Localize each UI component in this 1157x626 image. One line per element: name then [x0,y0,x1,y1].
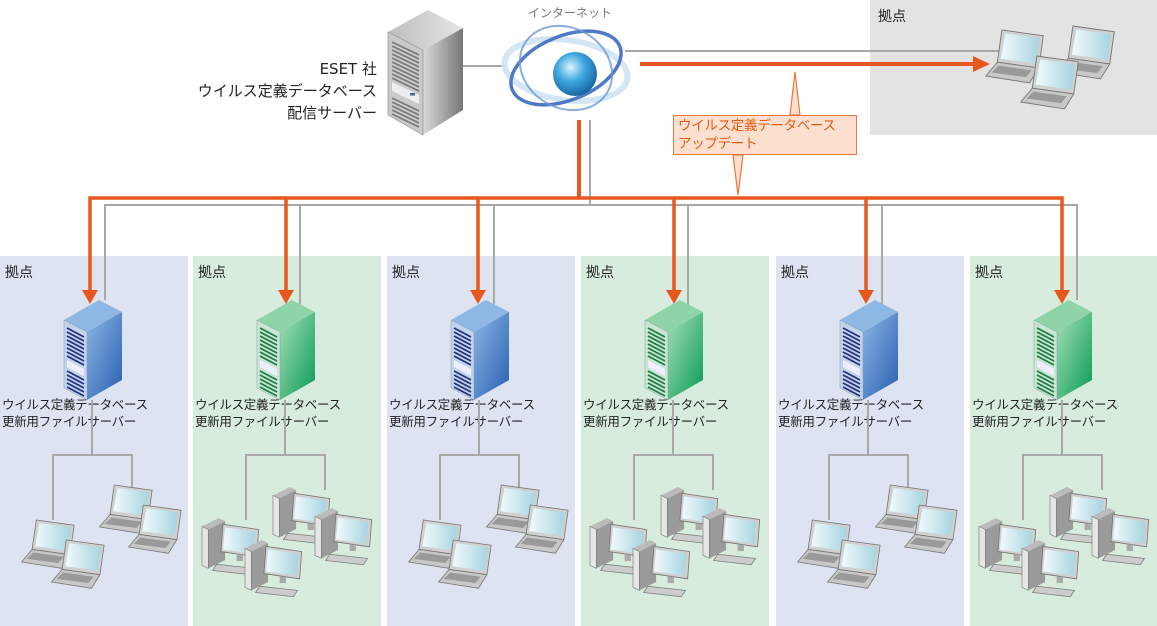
desktop-pc-icon [702,508,761,566]
site-3-devices [407,300,569,589]
lan-line [52,454,133,520]
file-server-icon [63,300,122,401]
file-server-label-line: 更新用ファイルサーバー [195,414,330,429]
site-label: 拠点 [198,265,226,281]
laptop-icon [903,504,958,554]
file-server-icon [1033,300,1092,401]
callout-pointer [789,71,801,116]
site-label: 拠点 [5,265,33,281]
laptop-icon [485,484,540,534]
network-line [625,50,1001,62]
source-server-label-line: ウイルス定義データベース [197,82,377,100]
source-server-icon [387,10,463,136]
file-server-label-line: 更新用ファイルサーバー [389,414,524,429]
file-server-label: ウイルス定義データベース更新用ファイルサーバー [972,396,1118,430]
file-server-label-line: 更新用ファイルサーバー [972,414,1107,429]
file-server-label-line: ウイルス定義データベース [583,397,729,412]
laptop-icon [796,519,851,569]
file-server-label: ウイルス定義データベース更新用ファイルサーバー [778,396,924,430]
site-2-devices [201,300,373,598]
hq-site-label: 拠点 [878,9,906,25]
site-1-devices [20,300,182,589]
file-server-label-line: ウイルス定義データベース [2,397,148,412]
file-server-label-line: 更新用ファイルサーバー [778,414,913,429]
lan-line [828,454,909,520]
arrow-head-icon [470,290,486,304]
site-label: 拠点 [781,265,809,281]
site-label: 拠点 [392,265,420,281]
hq-device-group [984,25,1115,110]
site-label: 拠点 [586,265,614,281]
internet-label: インターネット [528,6,613,20]
site-4-devices [589,300,761,598]
site-5-devices [796,300,958,589]
file-server-icon [839,300,898,401]
file-server-label-line: ウイルス定義データベース [195,397,341,412]
source-server-label-line: 配信サーバー [287,104,377,122]
callout-line: ウイルス定義データベース [678,118,836,134]
file-server-label-line: ウイルス定義データベース [972,397,1118,412]
source-server-label-line: ESET 社 [319,60,377,78]
arrow-head-icon [278,290,294,304]
update-callout: ウイルス定義データベース アップデート [673,115,857,155]
source-server-label: ESET 社 ウイルス定義データベース 配信サーバー [198,58,377,124]
lan-line [633,454,714,520]
desktop-pc-icon [314,508,373,566]
laptop-icon [984,29,1044,84]
site-label: 拠点 [975,265,1003,281]
network-line [104,204,1078,300]
laptop-icon [874,484,929,534]
laptop-icon [437,539,492,589]
laptop-icon [98,484,153,534]
arrow-head-icon [858,290,874,304]
lan-line [439,454,520,520]
desktop-pc-icon [1091,508,1150,566]
desktop-pc-icon [1021,540,1080,598]
file-server-label-line: 更新用ファイルサーバー [2,414,137,429]
file-server-label: ウイルス定義データベース更新用ファイルサーバー [195,396,341,430]
file-server-icon [644,300,703,401]
site-6-devices [978,300,1150,598]
arrow-head-icon [973,56,990,72]
file-server-label-line: ウイルス定義データベース [389,397,535,412]
file-server-label-line: 更新用ファイルサーバー [583,414,718,429]
lan-line [1022,454,1103,520]
file-server-label: ウイルス定義データベース更新用ファイルサーバー [2,396,148,430]
update-arrow-line [88,196,1064,290]
lan-line [245,454,326,520]
desktop-pc-icon [1049,487,1108,545]
laptop-icon [20,519,75,569]
laptop-icon [50,539,105,589]
file-server-icon [450,300,509,401]
arrow-head-icon [666,290,682,304]
file-server-icon [256,300,315,401]
laptop-icon [1019,55,1079,110]
callout-pointer [732,154,744,196]
arrow-head-icon [1054,290,1070,304]
desktop-pc-icon [632,540,691,598]
file-server-label: ウイルス定義データベース更新用ファイルサーバー [389,396,535,430]
internet-globe-icon [501,24,631,112]
callout-line: アップデート [678,136,758,152]
laptop-icon [127,504,182,554]
arrow-head-icon [82,290,98,304]
file-server-label-line: ウイルス定義データベース [778,397,924,412]
laptop-icon [826,539,881,589]
desktop-pc-icon [244,540,303,598]
laptop-icon [514,504,569,554]
file-server-label: ウイルス定義データベース更新用ファイルサーバー [583,396,729,430]
